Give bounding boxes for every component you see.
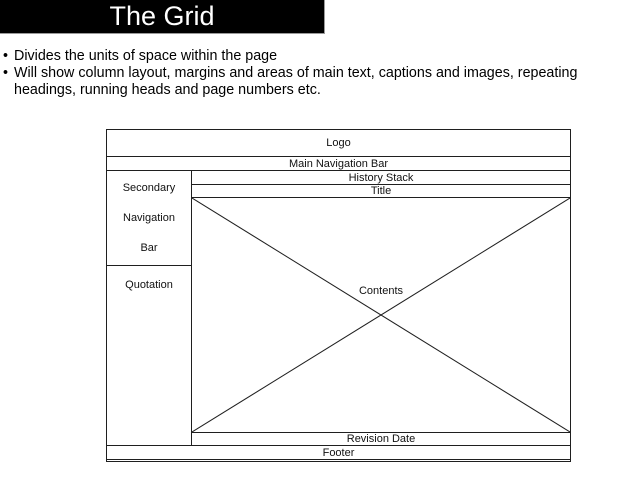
secondary-nav-label-line: Navigation	[123, 211, 175, 224]
wireframe-main-nav-region: Main Navigation Bar	[107, 157, 570, 171]
quotation-region-label: Quotation	[125, 279, 173, 291]
wireframe-history-stack-region: History Stack	[192, 171, 570, 185]
history-stack-region-label: History Stack	[348, 171, 414, 184]
logo-region-label: Logo	[326, 137, 351, 149]
wireframe-left-column: Secondary Navigation Bar Quotation	[107, 171, 192, 445]
bullet-item: Will show column layout, margins and are…	[2, 65, 594, 99]
footer-region-label: Footer	[322, 446, 355, 459]
secondary-nav-label-line: Bar	[140, 241, 158, 254]
contents-placeholder-cross	[192, 198, 570, 432]
revision-date-region-label: Revision Date	[346, 433, 416, 445]
wireframe-footer-region: Footer	[107, 445, 570, 460]
secondary-nav-label-line: Secondary	[122, 181, 176, 194]
wireframe-secondary-nav-region: Secondary Navigation Bar	[107, 171, 191, 266]
wireframe-revision-date-region: Revision Date	[192, 433, 570, 445]
main-nav-region-label: Main Navigation Bar	[288, 157, 389, 170]
bullet-list: Divides the units of space within the pa…	[2, 48, 594, 99]
wireframe-title-region: Title	[192, 185, 570, 198]
contents-region-label: Contents	[355, 285, 407, 297]
wireframe-diagram: Logo Main Navigation Bar Secondary Navig…	[106, 129, 571, 462]
bullet-item: Divides the units of space within the pa…	[2, 48, 594, 65]
slide-title-bar: The Grid	[0, 0, 325, 34]
wireframe-right-column: History Stack Title Contents Revision Da…	[192, 171, 570, 445]
slide-title: The Grid	[109, 1, 215, 31]
wireframe-contents-region: Contents	[192, 198, 570, 433]
title-region-label: Title	[370, 185, 392, 197]
wireframe-columns: Secondary Navigation Bar Quotation Histo…	[107, 171, 570, 445]
wireframe-quotation-region: Quotation	[107, 266, 191, 445]
wireframe-logo-region: Logo	[107, 130, 570, 157]
